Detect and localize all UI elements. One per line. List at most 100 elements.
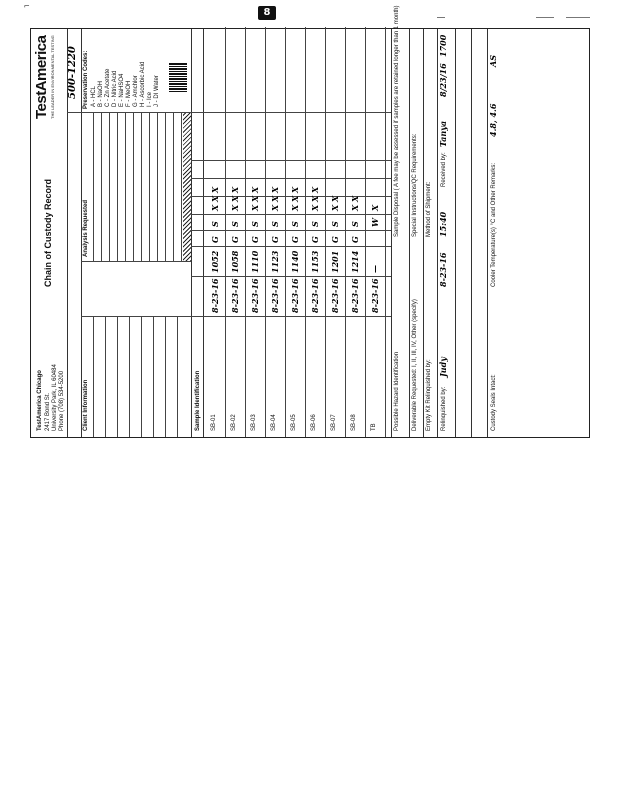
coc-form: TestAmerica Chicago 2417 Bond St. Univer…: [30, 6, 590, 438]
analysis-line: [101, 113, 102, 261]
sample-type: G: [310, 236, 320, 243]
sample-time: 1058: [230, 250, 240, 273]
bottom-divider: [391, 29, 392, 437]
cooler-temp-label: Cooler Temperature(s) °C and Other Remar…: [491, 163, 497, 287]
sample-time: 1153: [310, 250, 320, 273]
sample-date: 8-23-16: [370, 278, 380, 313]
sample-analysis-marks: X X X: [250, 186, 260, 211]
sample-col: [191, 178, 391, 179]
sample-type: G: [270, 236, 280, 243]
client-col-line: [81, 261, 191, 262]
sample-time: —: [370, 265, 380, 273]
sample-time: 1123: [270, 250, 280, 273]
received-label: Received by:: [441, 152, 447, 187]
client-line: [165, 317, 166, 437]
preservation-code: E - NaHSO4: [119, 73, 125, 107]
analysis-line: [133, 113, 134, 261]
table-row-line: [325, 27, 326, 437]
lab-address-1: 2417 Bond St.: [45, 392, 51, 431]
scan-dash: [437, 17, 445, 18]
analysis-line: [157, 113, 158, 261]
top-left-mark: ⌐: [24, 2, 30, 12]
testamerica-logo: TestAmerica: [33, 35, 50, 119]
sample-id: SB-02: [231, 414, 237, 431]
sample-id: SB-05: [291, 414, 297, 431]
sample-matrix: S: [350, 221, 360, 227]
table-row-line: [265, 27, 266, 437]
sample-analysis-marks: X X: [350, 195, 360, 211]
sample-time: 1140: [290, 250, 300, 273]
preservation-code: G - Amchlor: [133, 75, 139, 107]
analysis-line: [93, 113, 94, 261]
sample-date: 8-23-16: [250, 278, 260, 313]
sample-id: TB: [371, 423, 377, 431]
client-line: [153, 317, 154, 437]
sample-id: SB-06: [311, 414, 317, 431]
sample-date: 8-23-16: [210, 278, 220, 313]
sample-col: [191, 160, 391, 161]
sample-matrix: S: [310, 221, 320, 227]
sample-id: SB-01: [211, 414, 217, 431]
form-title: Chain of Custody Record: [43, 178, 53, 287]
bottom-divider: [423, 29, 424, 437]
sample-analysis-marks: X X: [330, 195, 340, 211]
sample-disposal-label: Sample Disposal ( A fee may be assessed …: [394, 5, 400, 237]
sample-col: [191, 276, 391, 277]
sample-analysis-marks: X X X: [290, 186, 300, 211]
lab-address-2: University Park, IL 60484: [52, 364, 58, 431]
sample-type: G: [350, 236, 360, 243]
table-row-line: [285, 27, 286, 437]
sample-time: 1052: [210, 250, 220, 273]
sample-id-heading: Sample Identification: [195, 370, 201, 431]
preservation-code: A - HCL: [91, 85, 97, 107]
table-top: [203, 29, 204, 437]
initials: AS: [488, 55, 498, 67]
client-line: [129, 317, 130, 437]
page-number-badge: 8: [258, 6, 276, 20]
table-row-line: [385, 27, 386, 437]
sample-type: G: [210, 236, 220, 243]
analysis-line: [141, 113, 142, 261]
relinquished-label: Relinquished by:: [441, 386, 447, 431]
sample-id: SB-07: [331, 414, 337, 431]
analysis-right-line: [67, 112, 191, 113]
table-row-line: [245, 27, 246, 437]
relinquished-time: 15:40: [438, 211, 448, 237]
preservation-code: H - Ascorbic Acid: [140, 61, 146, 107]
possible-hazard-label: Possible Hazard Identification: [394, 351, 400, 431]
client-line: [117, 317, 118, 437]
preservation-code: C - Zn Acetate: [105, 68, 111, 107]
preservation-code: J - DI Water: [154, 75, 160, 107]
preservation-code: I - Ice: [147, 91, 153, 107]
scan-dash: [566, 17, 590, 18]
sample-matrix: S: [230, 221, 240, 227]
sample-col: [191, 230, 391, 231]
analysis-line: [165, 113, 166, 261]
received-time: 1700: [438, 34, 448, 57]
sample-time: 1214: [350, 250, 360, 273]
preservation-code: D - Nitric Acid: [112, 70, 118, 107]
sample-matrix: S: [330, 221, 340, 227]
sample-date: 8-23-16: [290, 278, 300, 313]
sample-analysis-marks: X X X: [210, 186, 220, 211]
table-row-line: [305, 27, 306, 437]
sample-date: 8-23-16: [310, 278, 320, 313]
client-line: [93, 317, 94, 437]
preservation-codes-heading: Preservation Codes:: [83, 50, 89, 109]
client-line: [105, 317, 106, 437]
sample-analysis-marks: X: [370, 204, 380, 211]
analysis-line: [125, 113, 126, 261]
header-divider: [81, 29, 82, 437]
analysis-line: [149, 113, 150, 261]
barcode-image: [169, 62, 187, 92]
sample-type: G: [290, 236, 300, 243]
special-instructions-label: Special Instructions/QC Requirements:: [412, 133, 418, 237]
sample-col: [191, 246, 391, 247]
bottom-divider: [487, 29, 488, 437]
sample-id: SB-03: [251, 414, 257, 431]
sample-matrix: S: [270, 221, 280, 227]
analysis-line: [109, 113, 110, 261]
analysis-hatch: [183, 113, 191, 261]
coc-form-rotated: TestAmerica Chicago 2417 Bond St. Univer…: [30, 6, 590, 438]
